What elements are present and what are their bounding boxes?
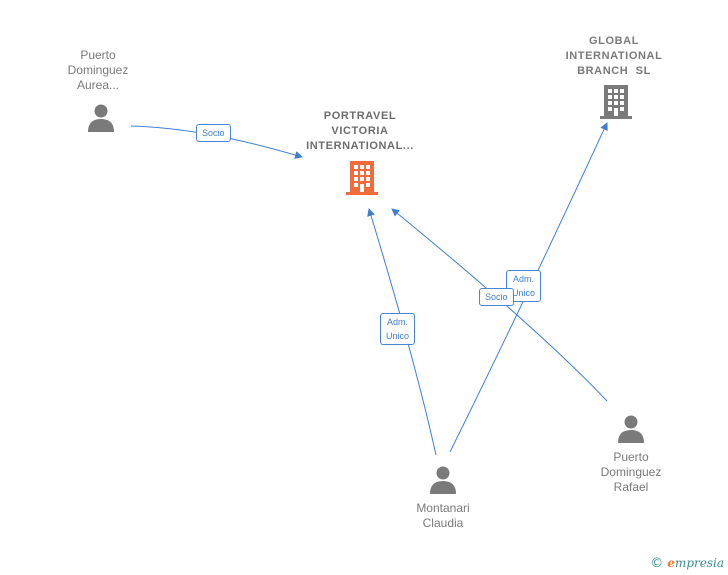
- node-label-aurea: Puerto Dominguez Aurea...: [58, 48, 138, 93]
- edge-claudia-portravel: [367, 208, 437, 456]
- node-label-line: Dominguez: [600, 465, 662, 479]
- brand-initial: e: [667, 556, 675, 570]
- copyright-icon: ©: [650, 556, 664, 571]
- node-label-line: Rafael: [613, 480, 649, 494]
- building-icon[interactable]: [345, 160, 379, 196]
- edge-label-line: Socio: [485, 292, 508, 302]
- edge-label-line: Unico: [386, 331, 410, 341]
- edge-label-claudia-adm[interactable]: Adm. Unico: [380, 313, 416, 345]
- node-label-portravel: PORTRAVEL VICTORIA INTERNATIONAL...: [290, 109, 430, 154]
- edge-label-claudia-global-adm[interactable]: Adm. Unico: [506, 270, 542, 302]
- node-label-claudia: Montanari Claudia: [400, 501, 486, 531]
- node-label-line: INTERNATIONAL...: [306, 140, 414, 152]
- node-label-line: INTERNATIONAL: [565, 50, 663, 62]
- node-label-line: Montanari: [416, 501, 470, 515]
- node-label-line: Puerto: [80, 48, 116, 62]
- node-label-line: Claudia: [422, 516, 464, 530]
- person-icon[interactable]: [86, 103, 116, 133]
- node-label-rafael: Puerto Dominguez Rafael: [588, 450, 674, 495]
- empresia-logo: ©empresia: [650, 556, 724, 571]
- node-label-line: PORTRAVEL: [323, 110, 397, 122]
- person-icon[interactable]: [616, 414, 646, 444]
- brand-name: mpresia: [674, 556, 724, 570]
- node-label-line: Aurea...: [76, 78, 120, 92]
- edge-label-line: Adm.: [387, 317, 409, 327]
- edge-label-line: Socio: [202, 128, 225, 138]
- edge-label-line: Adm.: [513, 274, 535, 284]
- node-label-global: GLOBAL INTERNATIONAL BRANCH SL: [554, 34, 674, 79]
- edge-label-line: Unico: [512, 288, 536, 298]
- node-label-line: Puerto: [613, 450, 649, 464]
- node-label-line: Dominguez: [67, 63, 129, 77]
- building-icon[interactable]: [599, 84, 633, 120]
- node-label-line: VICTORIA: [331, 125, 389, 137]
- node-label-line: GLOBAL: [588, 35, 640, 47]
- edge-label-aurea-socio[interactable]: Socio: [196, 124, 231, 142]
- edge-label-rafael-socio[interactable]: Socio: [479, 288, 514, 306]
- person-icon[interactable]: [428, 465, 458, 495]
- edge-rafael-portravel: [391, 208, 608, 402]
- node-label-line: BRANCH SL: [577, 65, 651, 77]
